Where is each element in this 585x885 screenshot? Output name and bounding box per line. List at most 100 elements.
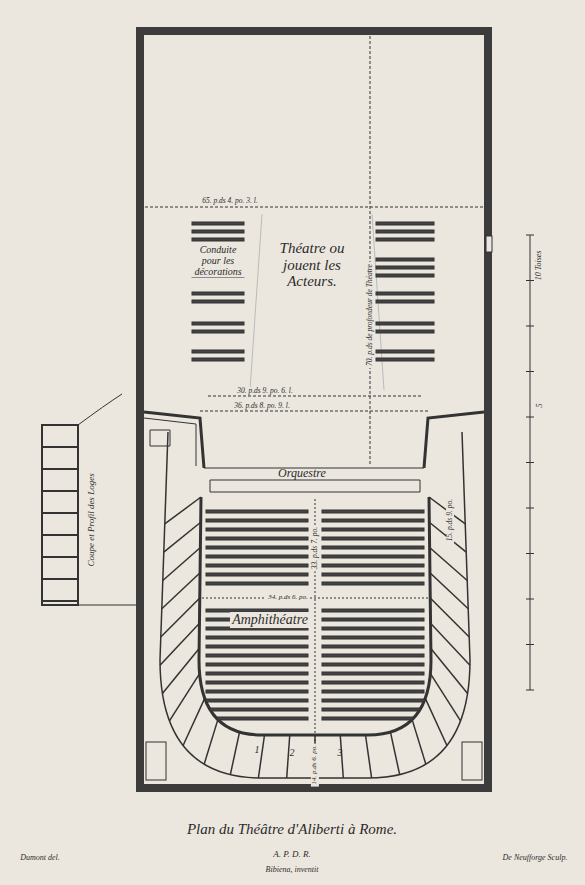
area-label: Théatre ou jouent les Acteurs. (266, 240, 358, 290)
dimension-label: 33. p.ds 7. po. (311, 525, 319, 571)
bench (322, 681, 424, 684)
bench (322, 546, 424, 549)
bench (206, 573, 308, 576)
bench (206, 564, 308, 567)
scale-tick (526, 326, 534, 327)
bench (322, 564, 424, 567)
scenery-flat (192, 322, 244, 325)
bench (322, 663, 424, 666)
dimension-label: 34. p.ds 6. po. (266, 594, 309, 602)
dimension-line (370, 36, 371, 466)
bench (206, 636, 308, 639)
dimension-label: Bibiena, inventit (266, 866, 319, 875)
bench (206, 654, 308, 657)
scenery-flat (376, 222, 434, 225)
scenery-flat (376, 350, 434, 353)
bench (322, 699, 424, 702)
bench (206, 690, 308, 693)
box-section (78, 394, 136, 605)
bench (206, 699, 308, 702)
box-floor (42, 512, 78, 514)
bench (322, 708, 424, 711)
box-partition (430, 573, 468, 609)
dimension-label: 70. p.ds de profondeur de Théatre (366, 262, 374, 368)
box-partition (162, 648, 199, 693)
scale-tick (526, 599, 534, 600)
dimension-label: 65. p.ds 4. po. 3. l. (200, 197, 260, 205)
scale-tick (526, 371, 534, 372)
bench (322, 627, 424, 630)
box-partition (425, 698, 447, 745)
box-partition (365, 735, 371, 778)
bench (322, 672, 424, 675)
bench (206, 681, 308, 684)
bench (206, 528, 308, 531)
side-door (486, 236, 492, 252)
scenery-flat (192, 230, 244, 233)
box-partition (164, 522, 201, 552)
bench (206, 708, 308, 711)
scale-tick (526, 690, 534, 691)
bench (322, 717, 424, 720)
bench (206, 672, 308, 675)
box-partition (230, 732, 239, 775)
scale-tick (526, 508, 534, 509)
bench (322, 654, 424, 657)
scale-tick (526, 417, 534, 418)
box-partition (161, 598, 200, 637)
bench (206, 537, 308, 540)
box-partition (169, 674, 199, 721)
dimension-label: 10 Toises (536, 250, 545, 280)
dimension-label: De Neufforge Sculp. (503, 854, 568, 863)
box-partition (412, 720, 426, 765)
bench (322, 609, 424, 612)
scenery-flat (192, 358, 244, 361)
bench (322, 645, 424, 648)
box-section (42, 425, 78, 605)
side-room (144, 418, 196, 466)
outer-wall (140, 31, 488, 788)
dimension-label: 5 (536, 403, 545, 407)
bench (206, 519, 308, 522)
bench (206, 510, 308, 513)
scale-tick (526, 462, 534, 463)
scenery-flat (192, 300, 244, 303)
scenery-flat (192, 292, 244, 295)
dimension-label: Conduite pour les décorations (187, 244, 249, 277)
scenery-flat (376, 238, 434, 241)
box-floor (42, 468, 78, 470)
box-floor (42, 446, 78, 448)
area-label: Orquestre (278, 467, 326, 480)
scenery-flat (192, 330, 244, 333)
dimension-line (202, 598, 428, 599)
box-partition (390, 732, 399, 775)
dimension-line (208, 396, 422, 397)
scenery-flat (192, 350, 244, 353)
scenery-flat (376, 274, 434, 277)
bench (322, 519, 424, 522)
bench (322, 573, 424, 576)
bench (206, 717, 308, 720)
scenery-flat (376, 230, 434, 233)
scenery-flat (376, 292, 434, 295)
bench (322, 528, 424, 531)
box-partition (160, 623, 199, 665)
bench (206, 546, 308, 549)
bench (322, 582, 424, 585)
bench (322, 555, 424, 558)
dimension-label: Coupe et Profil des Loges (87, 473, 97, 566)
bench (206, 645, 308, 648)
dimension-line (145, 207, 484, 208)
scenery-flat (376, 300, 434, 303)
dimension-label: 14. p.ds 6. po. (311, 743, 319, 786)
bench (206, 582, 308, 585)
stair (462, 742, 482, 780)
bench (322, 510, 424, 513)
dimension-label: 3 (338, 747, 343, 758)
box-floor (42, 556, 78, 558)
bench (322, 537, 424, 540)
scenery-flat (376, 322, 434, 325)
scenery-flat (376, 258, 434, 261)
scenery-flat (376, 330, 434, 333)
bench (206, 555, 308, 558)
